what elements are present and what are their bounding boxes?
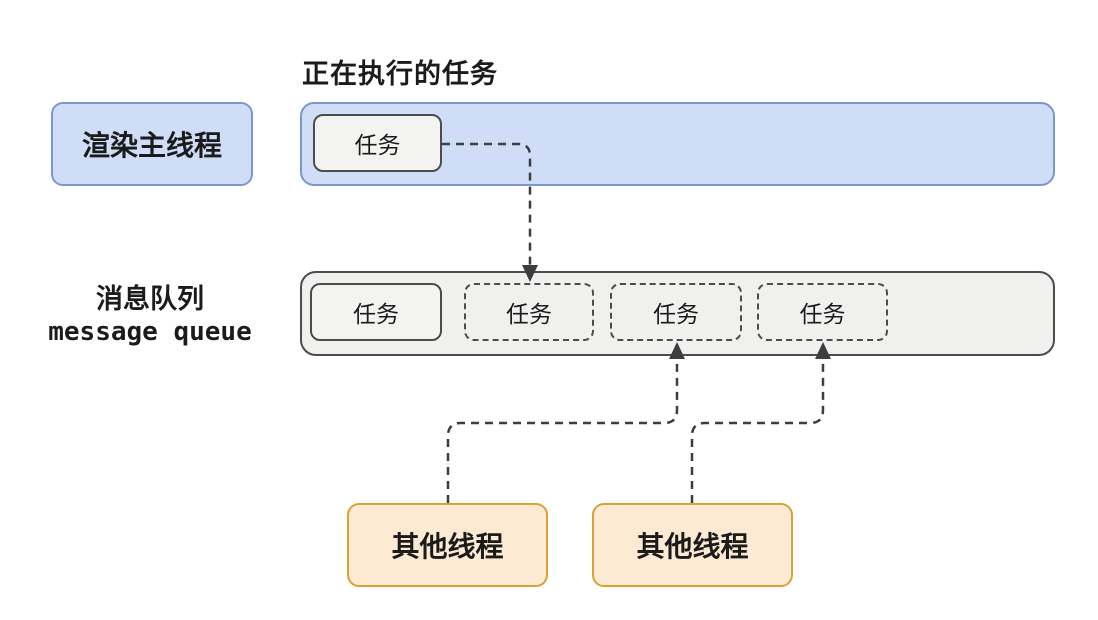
- queue-task-1: 任务: [310, 283, 442, 341]
- arrow-other-thread-1-to-queue: [446, 342, 685, 503]
- message-queue-label: 消息队列 message queue: [25, 283, 275, 349]
- queue-task-1-label: 任务: [353, 301, 399, 327]
- executing-task-box: 任务: [313, 114, 442, 172]
- queue-task-3-pending: 任务: [610, 283, 742, 341]
- queue-task-4-label: 任务: [799, 301, 846, 327]
- render-main-thread-box: 渲染主线程: [51, 102, 253, 186]
- render-main-thread-label: 渲染主线程: [81, 130, 222, 161]
- other-thread-1-label: 其他线程: [391, 531, 504, 562]
- queue-task-2-pending: 任务: [464, 283, 594, 341]
- queue-task-2-label: 任务: [506, 301, 552, 327]
- executing-task-label: 任务: [354, 132, 401, 158]
- other-thread-box-2: 其他线程: [592, 503, 793, 587]
- executing-task-title: 正在执行的任务: [302, 59, 498, 89]
- other-thread-2-label: 其他线程: [636, 531, 749, 562]
- queue-task-3-label: 任务: [653, 301, 699, 327]
- arrow-other-thread-2-to-queue: [690, 342, 831, 503]
- other-thread-box-1: 其他线程: [347, 503, 548, 587]
- message-queue-label-en: message queue: [48, 317, 252, 348]
- queue-task-4-pending: 任务: [757, 283, 888, 341]
- message-queue-label-zh: 消息队列: [96, 284, 204, 314]
